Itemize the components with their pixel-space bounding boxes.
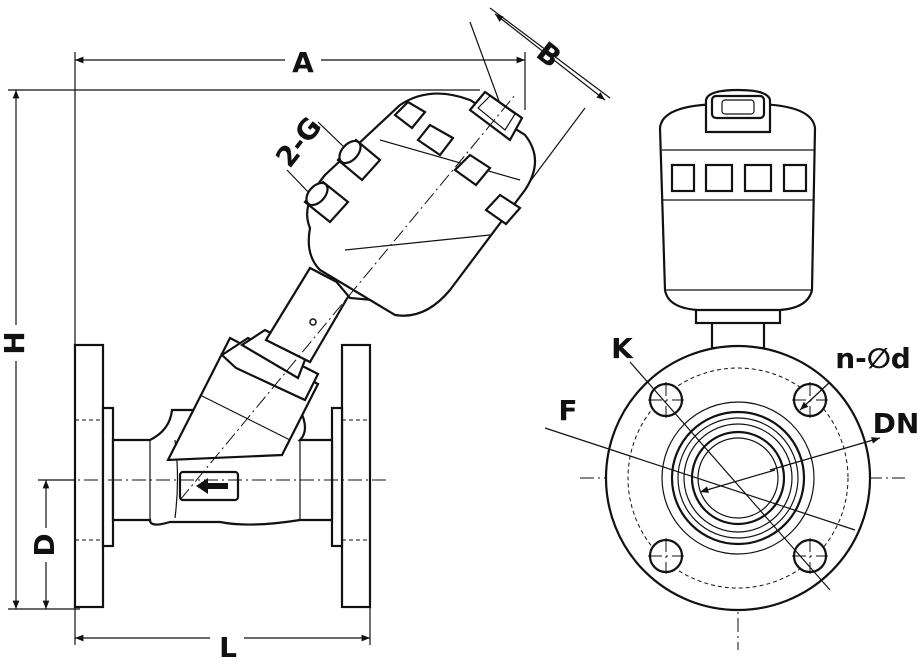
dimension-label-k: K xyxy=(611,332,634,365)
side-view: A H D L B 2-G xyxy=(0,7,611,664)
dimension-label-b: B xyxy=(530,35,567,74)
air-port-lower xyxy=(303,180,350,224)
dimension-label-2-g: 2-G xyxy=(269,111,328,174)
front-actuator-window xyxy=(782,163,808,193)
left-flange xyxy=(73,343,105,609)
dimension-line-b xyxy=(494,13,606,101)
dimension-label-d: D xyxy=(28,533,61,556)
air-port-upper xyxy=(336,138,382,182)
position-indicator-cap xyxy=(468,90,524,142)
flange-disc xyxy=(604,344,872,612)
dimension-label-h: H xyxy=(0,331,31,354)
right-flange xyxy=(340,343,372,609)
front-actuator-housing xyxy=(658,102,817,312)
dimension-label-a: A xyxy=(292,46,314,79)
actuator-window xyxy=(484,193,522,226)
front-actuator-window xyxy=(670,163,696,193)
flow-arrow-icon xyxy=(196,478,228,494)
front-view: K F n-∅d DN xyxy=(544,88,920,650)
bore xyxy=(690,430,786,526)
bolt-circle xyxy=(627,367,849,589)
dimension-label-dn: DN xyxy=(873,407,920,440)
dimension-label-l: L xyxy=(219,631,237,664)
front-actuator-window xyxy=(704,163,734,193)
actuator-window xyxy=(453,153,492,187)
front-actuator-window xyxy=(743,163,773,193)
actuator-window xyxy=(416,123,455,157)
actuator-window xyxy=(393,100,427,130)
dimension-label-n-d: n-∅d xyxy=(835,342,911,375)
dimension-label-f: F xyxy=(558,394,577,427)
